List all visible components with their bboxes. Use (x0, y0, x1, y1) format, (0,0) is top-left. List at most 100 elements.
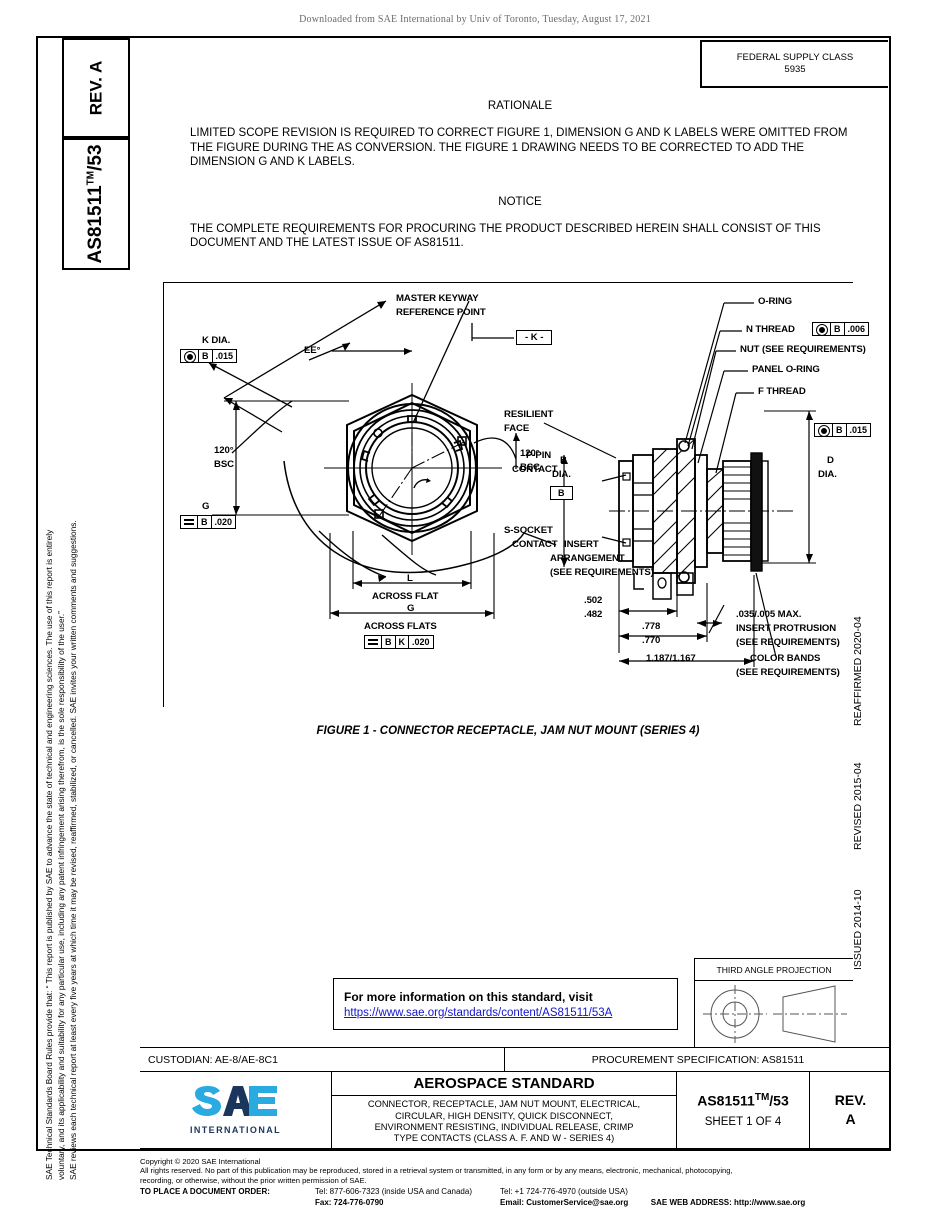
fcf-g-tol: .020 (214, 517, 233, 527)
revision-cell: REV. A (810, 1072, 891, 1148)
concentricity-icon-3 (818, 424, 830, 437)
figure-caption: FIGURE 1 - CONNECTOR RECEPTACLE, JAM NUT… (316, 725, 700, 737)
third-angle-projection-box: THIRD ANGLE PROJECTION (694, 958, 853, 1048)
label-resilient-face-2: FACE (504, 423, 530, 434)
more-information-box: For more information on this standard, v… (333, 978, 678, 1030)
revision-value: A (845, 1111, 856, 1127)
rights-line-2: recording, or otherwise, without the pri… (140, 1175, 367, 1185)
custodian-text: CUSTODIAN: AE-8/AE-8C1 (140, 1048, 505, 1071)
label-p-pin-2: CONTACT (512, 464, 558, 475)
fcf-k-tol: .015 (215, 351, 234, 361)
label-insert-arrangement-3: (SEE REQUIREMENTS) (550, 567, 654, 578)
title-block: INTERNATIONAL AEROSPACE STANDARD CONNECT… (140, 1072, 891, 1149)
document-number-vertical-box: AS81511TM/53 (62, 138, 130, 270)
fcf-k-dia: B .015 (180, 349, 238, 363)
issued-date: ISSUED 2014-10 (852, 889, 864, 970)
label-120-bsc-left: 120° (214, 445, 234, 456)
rationale-text: LIMITED SCOPE REVISION IS REQUIRED TO CO… (190, 127, 848, 168)
label-dim-502: .502 (584, 595, 603, 606)
label-g-bottom: G (407, 603, 415, 614)
label-f-thread: F THREAD (758, 386, 806, 397)
label-d-dia-1: D (827, 455, 834, 466)
standard-url-link[interactable]: https://www.sae.org/standards/content/AS… (344, 1006, 613, 1019)
aerospace-standard-heading: AEROSPACE STANDARD (332, 1072, 676, 1096)
procurement-specification-text: PROCUREMENT SPECIFICATION: AS81511 (591, 1053, 805, 1066)
fcf-d-tol: .015 (849, 425, 868, 435)
figure-1-drawing: K DIA. B .015 MASTER KEYWAY REFERENCE PO… (163, 282, 872, 707)
label-insert-arrangement-1: INSERT (564, 539, 599, 550)
federal-supply-class-label: FEDERAL SUPPLY CLASS (736, 52, 854, 63)
revised-date: REVISED 2015-04 (852, 762, 864, 850)
sae-logo-cell: INTERNATIONAL (140, 1072, 332, 1148)
reaffirmed-date: REAFFIRMED 2020-04 (852, 616, 864, 726)
publication-dates-strip: ISSUED 2014-10 REVISED 2015-04 REAFFIRME… (852, 616, 886, 970)
sae-web-address: SAE WEB ADDRESS: http://www.sae.org (650, 1197, 806, 1207)
fcf-n-datum: B (831, 323, 845, 335)
order-phone-column: Tel: 877-606-7323 (inside USA and Canada… (315, 1187, 500, 1208)
symmetry-icon (184, 517, 194, 527)
label-insert-protrusion-2: INSERT PROTRUSION (736, 623, 837, 634)
rationale-heading: RATIONALE (487, 100, 553, 112)
fcf-d-datum: B (833, 424, 847, 436)
document-number-text: AS81511TM/53 (697, 1091, 789, 1109)
fcf-g-left: B .020 (180, 515, 237, 529)
document-body: RATIONALE LIMITED SCOPE REVISION IS REQU… (190, 100, 850, 277)
label-across-flats: ACROSS FLATS (364, 621, 437, 632)
label-dim-770: .770 (642, 635, 661, 646)
sae-logo-wordmark: INTERNATIONAL (189, 1125, 282, 1135)
label-across-flat: ACROSS FLAT (372, 591, 439, 602)
order-contact-column: Tel: +1 724-776-4970 (outside USA) Email… (500, 1187, 900, 1208)
revision-label: REV. (834, 1092, 867, 1108)
desc-line-2: CIRCULAR, HIGH DENSITY, QUICK DISCONNECT… (395, 1110, 613, 1121)
label-o-ring: O-RING (758, 296, 793, 307)
custodian-row: CUSTODIAN: AE-8/AE-8C1 PROCUREMENT SPECI… (140, 1047, 891, 1072)
fcf-gb-datum-1: B (382, 636, 396, 648)
label-d-dia-2: DIA. (818, 469, 837, 480)
label-insert-protrusion-1: .035/.005 MAX. (736, 609, 802, 620)
order-contact-table: TO PLACE A DOCUMENT ORDER: Tel: 877-606-… (140, 1187, 900, 1208)
tel-outside-usa: Tel: +1 724-776-4970 (outside USA) (500, 1187, 628, 1197)
copyright-line: Copyright © 2020 SAE International (140, 1157, 261, 1166)
fcf-n-thread: B .006 (812, 322, 870, 336)
document-number-cell: AS81511TM/53 SHEET 1 OF 4 (677, 1072, 810, 1148)
third-angle-projection-symbol (695, 981, 853, 1048)
label-120-bsc-right: 120° (520, 448, 540, 459)
connector-drawing-vector (208, 300, 816, 667)
document-number-vertical-text: AS81511TM/53 (85, 144, 106, 264)
title-cell: AEROSPACE STANDARD CONNECTOR, RECEPTACLE… (332, 1072, 677, 1148)
label-ee-degrees: EE° (304, 345, 321, 356)
download-banner: Downloaded from SAE International by Uni… (299, 14, 651, 25)
info-box-heading: For more information on this standard, v… (344, 989, 593, 1004)
copyright-footer: Copyright © 2020 SAE International All r… (140, 1157, 900, 1208)
revision-vertical-text: REV. A (86, 60, 106, 116)
legal-line-2: voluntary, and its applicability and sui… (56, 611, 66, 1180)
label-bsc-right: BSC (520, 462, 540, 473)
email-and-web-row: Email: CustomerService@sae.org SAE WEB A… (500, 1198, 900, 1209)
label-dim-778: .778 (642, 621, 661, 632)
datum-b-box: B (550, 486, 573, 500)
concentricity-icon-2 (816, 323, 828, 336)
desc-line-3: ENVIRONMENT RESISTING, INDIVIDUAL RELEAS… (374, 1122, 634, 1132)
revision-vertical-box: REV. A (62, 38, 130, 138)
concentricity-icon (184, 350, 196, 363)
notice-heading: NOTICE (498, 195, 542, 208)
fcf-g-bottom: B K .020 (364, 635, 434, 649)
label-nut: NUT (SEE REQUIREMENTS) (740, 344, 866, 355)
fcf-gb-tol: .020 (412, 637, 430, 647)
label-insert-protrusion-3: (SEE REQUIREMENTS) (736, 637, 840, 648)
label-resilient-face-1: RESILIENT (504, 409, 554, 420)
legal-line-1: SAE Technical Standards Board Rules prov… (44, 529, 54, 1180)
datum-k-box: - K - (516, 330, 553, 345)
label-reference-point: REFERENCE POINT (396, 307, 486, 318)
label-dim-1187: 1.187/1.167 (646, 653, 696, 664)
symmetry-icon-2 (368, 637, 378, 647)
label-g-left: G (202, 501, 210, 512)
order-label: TO PLACE A DOCUMENT ORDER: (140, 1187, 270, 1197)
label-b-dia-2: DIA. (552, 469, 571, 480)
label-k-dia: K DIA. (202, 335, 231, 346)
label-s-socket-2: CONTACT (512, 539, 558, 550)
sheet-number-text: SHEET 1 OF 4 (704, 1116, 782, 1129)
label-panel-o-ring: PANEL O-RING (752, 364, 820, 375)
fax-number: Fax: 724-776-0790 (315, 1197, 384, 1207)
label-n-thread: N THREAD (746, 324, 795, 335)
